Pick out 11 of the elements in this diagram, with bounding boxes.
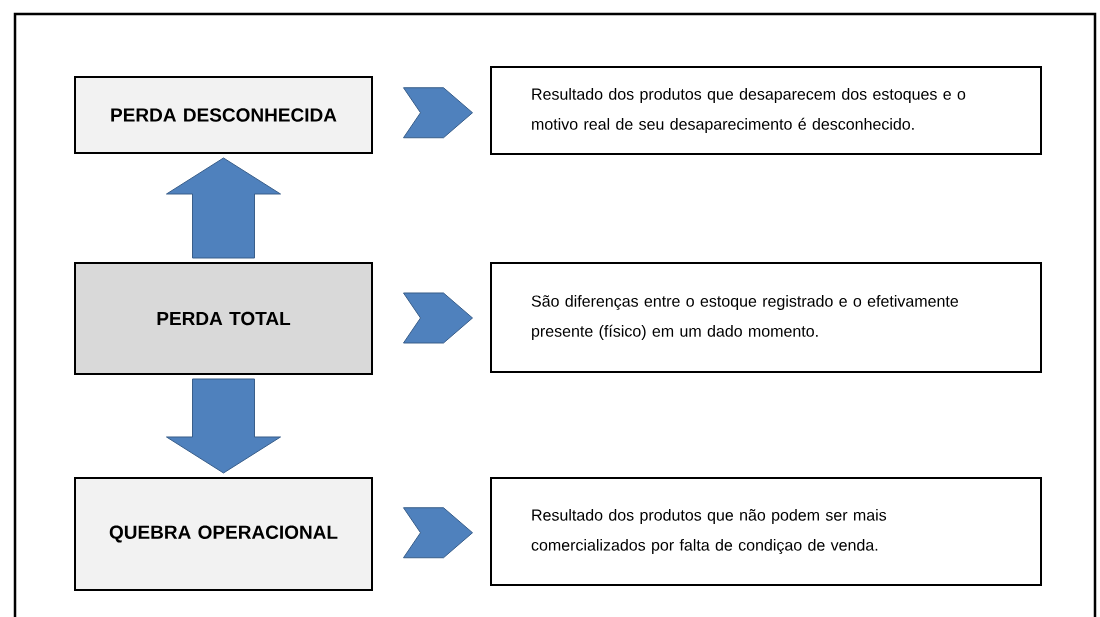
term-box: PERDA TOTAL: [74, 262, 373, 375]
chevron-arrow: [403, 87, 473, 139]
description-box: Resultado dos produtos que não podem ser mais comercializados por falta de condiçao de venda.: [490, 477, 1042, 586]
description-box: São diferenças entre o estoque registrado e o efetivamente presente (físico) em um dado momento.: [490, 262, 1042, 373]
block-arrow: [166, 157, 281, 259]
term-box: QUEBRA OPERACIONAL: [74, 477, 373, 591]
description-box: Resultado dos produtos que desaparecem dos estoques e o motivo real de seu desaparecimento é desconhecido.: [490, 66, 1042, 155]
chevron-arrow: [403, 507, 473, 559]
block-arrow: [166, 378, 281, 474]
chevron-arrow: [403, 292, 473, 344]
term-box: PERDA DESCONHECIDA: [74, 76, 373, 154]
